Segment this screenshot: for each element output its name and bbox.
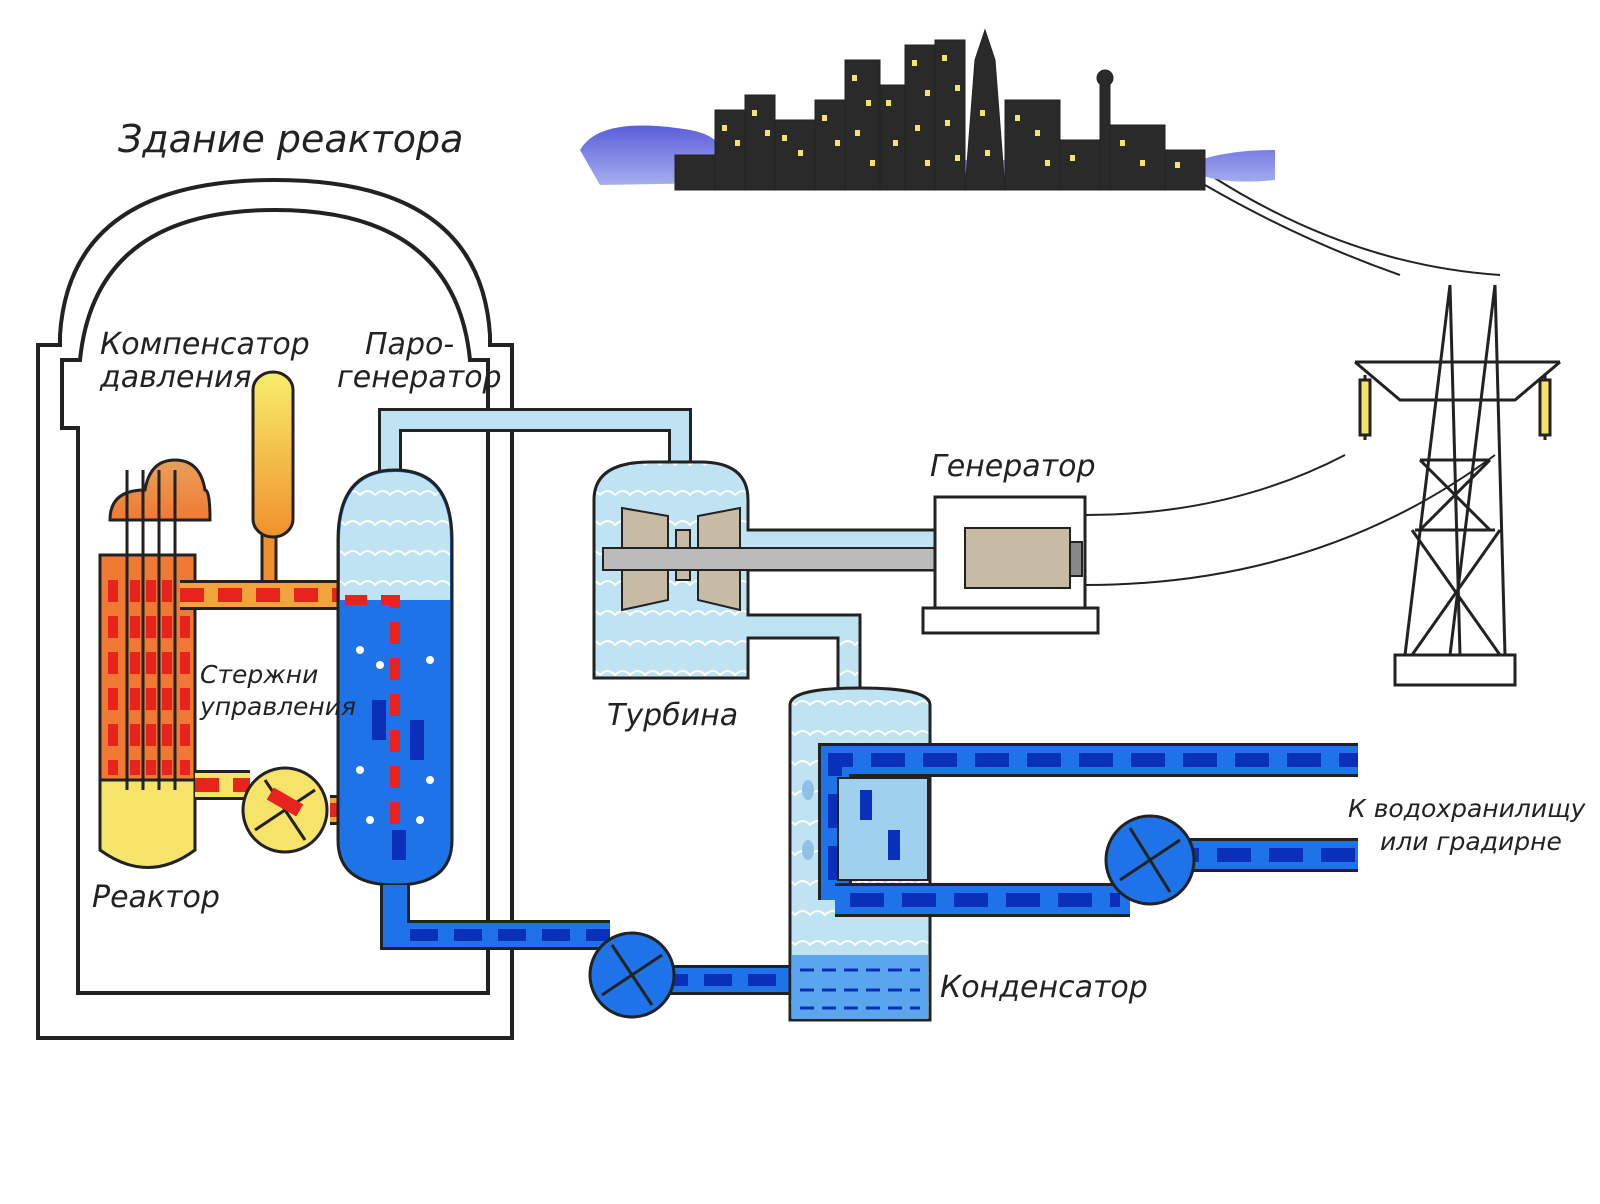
reactor-building-label: Здание реактора (118, 117, 463, 161)
primary-pump-icon (241, 766, 329, 854)
steam-line (378, 408, 692, 478)
control-rods-label-line2: управления (199, 692, 356, 721)
pressurizer-label-line1: Компенсатор (100, 327, 310, 362)
reservoir-label-line2: или градирне (1380, 827, 1562, 856)
transmission-tower-icon (1354, 284, 1561, 687)
feedwater-pump-icon (588, 931, 676, 1019)
generator (921, 495, 1100, 635)
feedwater-line (380, 885, 800, 995)
cooling-pump-icon (1104, 814, 1196, 906)
reactor-vessel (98, 458, 212, 869)
reservoir-label-line1: К водохранилищу (1348, 794, 1587, 823)
control-rods (125, 470, 177, 790)
steam-generator-label-line2: генератор (337, 360, 502, 395)
city-skyline-icon (580, 28, 1275, 191)
turbine-label: Турбина (607, 698, 738, 733)
control-rods-label-line1: Стержни (200, 660, 318, 689)
steam-generator (336, 468, 454, 887)
cooling-water-loop (818, 743, 1358, 917)
pressurizer (251, 370, 295, 592)
reactor-label: Реактор (92, 880, 220, 915)
generator-label: Генератор (930, 449, 1096, 484)
steam-generator-label-line1: Паро- (365, 327, 454, 362)
condenser-label: Конденсатор (940, 970, 1148, 1005)
pressurizer-label-line2: давления (99, 360, 252, 395)
